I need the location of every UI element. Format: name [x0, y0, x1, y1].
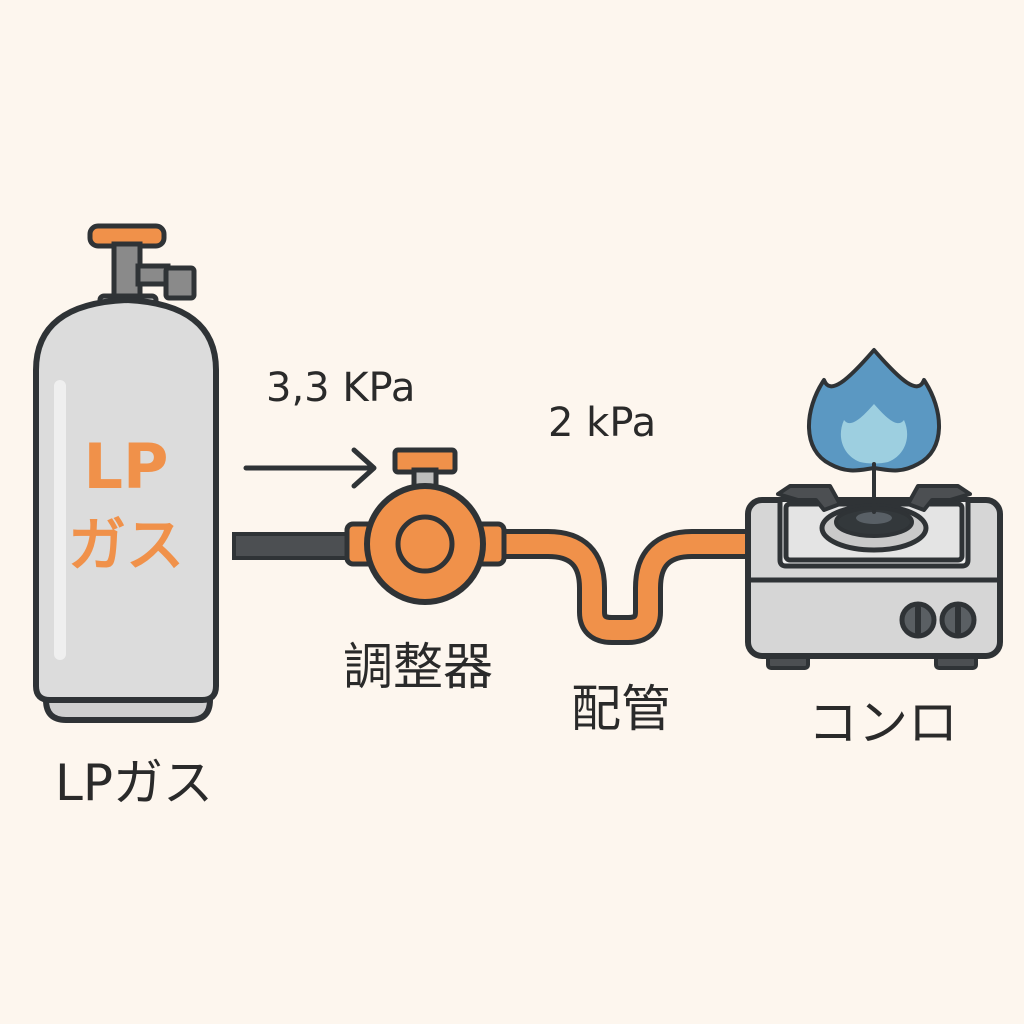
stove-icon [745, 484, 1003, 670]
gas-cylinder-icon [33, 223, 219, 723]
regulator-icon [344, 447, 507, 605]
stove-label: コンロ [808, 694, 958, 752]
supply-pressure-label: 3,3 KPa [266, 365, 416, 411]
flame-icon [807, 348, 941, 514]
pipe-icon [496, 529, 752, 645]
cylinder-label-lp: LP [83, 430, 169, 503]
pipe-label: 配管 [571, 680, 671, 738]
arrow-right-icon [243, 447, 377, 489]
cylinder-label-gas: ガス [67, 511, 185, 579]
regulator-label: 調整器 [343, 638, 493, 696]
inlet-pipe-icon [232, 532, 356, 560]
regulated-pressure-label: 2 kPa [548, 400, 657, 446]
cylinder-caption: LPガス [55, 754, 214, 812]
